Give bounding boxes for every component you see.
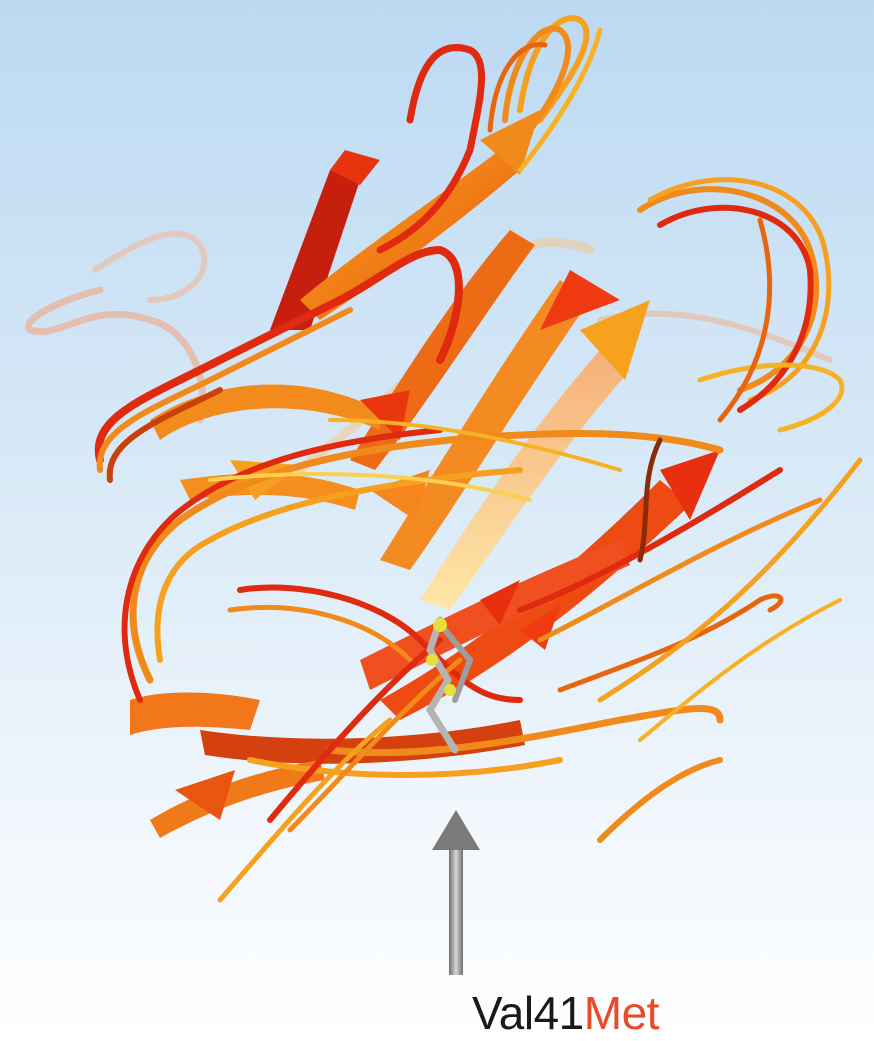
beta-strand: [150, 760, 325, 838]
beta-strand: [130, 693, 260, 736]
mutation-label: Val41Met: [472, 990, 659, 1036]
residue-label: Val41: [472, 987, 584, 1039]
up-arrow-icon: [432, 810, 480, 975]
mutation-label-text: Met: [584, 987, 659, 1039]
